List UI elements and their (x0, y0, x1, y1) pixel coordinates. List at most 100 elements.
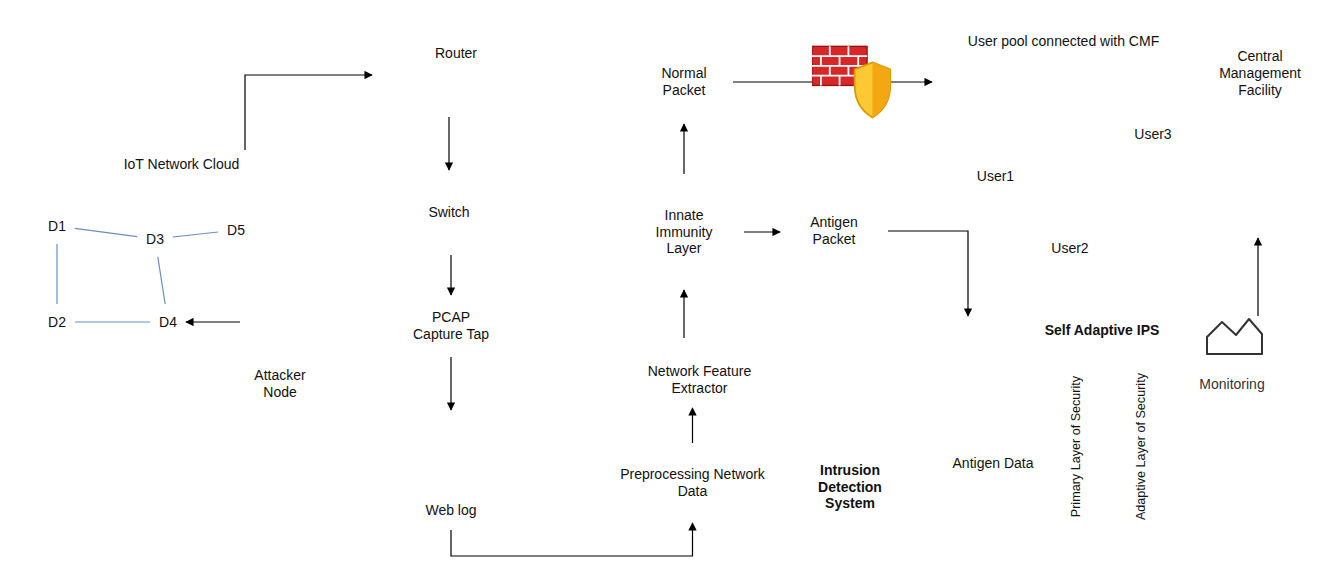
text-area: Antigen Data (950, 420, 1036, 506)
text-area: Innate Immunity Layer (648, 194, 720, 270)
node-label: PCAP Capture Tap (409, 309, 493, 343)
node-outline (950, 398, 1036, 506)
text-area: Web log (405, 502, 497, 528)
text-area: Network Feature Extractor (624, 352, 775, 408)
connector (173, 232, 218, 237)
connector (692, 408, 693, 443)
connector (75, 228, 137, 236)
cube-box: Network Feature Extractor (610, 338, 775, 408)
text-area: D1 (39, 208, 75, 244)
connector (888, 231, 968, 316)
decision-diamond: Innate Immunity Layer (624, 174, 744, 290)
device-node: D1 (39, 208, 75, 244)
connector (450, 357, 451, 410)
connector (683, 290, 684, 338)
log-store: Web log (405, 410, 497, 530)
connector (744, 231, 780, 232)
node-label: Adaptive Layer of Security (1134, 372, 1149, 522)
layer-box: Primary Layer of Security (1048, 369, 1105, 525)
node-label: D1 (48, 218, 66, 235)
text-area: User2 (1040, 240, 1100, 262)
node-label: Intrusion Detection System (800, 462, 900, 512)
process-box: Normal Packet (635, 40, 733, 124)
node-label: User2 (1051, 240, 1088, 257)
node-outline (932, 316, 1290, 537)
text-area: D2 (39, 304, 75, 340)
text-area: IoT Network Cloud (8, 156, 355, 180)
connector (450, 255, 451, 295)
user-icon (985, 103, 1021, 163)
user-node: User1 (968, 100, 1023, 192)
monitor-icon (245, 288, 315, 348)
node-label: Network Feature Extractor (624, 363, 775, 397)
text-area: User3 (1126, 126, 1180, 148)
node-label: Self Adaptive IPS (1045, 322, 1160, 339)
system-panel: Intrusion Detection System Normal PacketI… (560, 12, 905, 538)
network-region: IoT Network CloudD1D3 D5D2 D4Attacker Node (8, 150, 355, 417)
attacker-node: Attacker Node (240, 285, 320, 415)
firewall-icon (812, 46, 890, 117)
node-label: D5 (227, 222, 245, 239)
process-box: PCAP Capture Tap (396, 295, 506, 357)
layer-box: Adaptive Layer of Security (1120, 369, 1164, 525)
node-label: Monitoring (1199, 376, 1264, 393)
node-label: IoT Network Cloud (124, 156, 240, 173)
monitoring-chart-icon (1207, 319, 1262, 354)
text-area: PCAP Capture Tap (409, 308, 493, 344)
node-label: Normal Packet (643, 65, 725, 99)
user-pool-panel: User pool connected with CMF User1 User3Us… (932, 24, 1195, 272)
node-outline (932, 24, 1195, 272)
process-box: Preprocessing Network Data (610, 443, 775, 523)
connector (1257, 238, 1258, 316)
connector (158, 257, 165, 304)
text-area: User pool connected with CMF (932, 24, 1195, 58)
connector (75, 321, 150, 322)
node-label: Preprocessing Network Data (620, 466, 765, 500)
connector (186, 321, 240, 322)
process-box: Antigen Packet (780, 190, 888, 272)
text-area: Monitoring (1180, 376, 1284, 398)
node-label: User pool connected with CMF (968, 33, 1159, 50)
text-area: User1 (968, 168, 1023, 190)
router-node: Router (372, 45, 540, 117)
text-area: Primary Layer of Security (1048, 369, 1105, 525)
text-area: Intrusion Detection System (800, 442, 900, 532)
text-area: Self Adaptive IPS (1022, 322, 1182, 346)
text-area: Normal Packet (643, 48, 725, 116)
device-node: D3 (137, 221, 173, 257)
monitoring-node: Monitoring (1180, 376, 1284, 494)
node-label: D3 (146, 231, 164, 248)
node-label: Antigen Packet (792, 214, 876, 248)
device-node: D5 (218, 212, 254, 248)
device-node: D4 (150, 304, 186, 340)
device-node: D2 (39, 304, 75, 340)
border-gap (1194, 311, 1252, 321)
text-area: D3 (137, 221, 173, 257)
text-area: Router (372, 45, 540, 67)
system-panel: Self Adaptive IPS Antigen Data Primary Lay… (932, 316, 1290, 537)
router-icon (411, 67, 501, 115)
node-label: Antigen Data (953, 455, 1034, 472)
node-label: D2 (48, 314, 66, 331)
node-label: Central Management Facility (1205, 48, 1315, 98)
node-label: User1 (977, 168, 1014, 185)
connector (451, 523, 693, 556)
column-panel (371, 13, 543, 561)
text-area: Attacker Node (240, 367, 320, 415)
text-area: Antigen Packet (792, 202, 876, 260)
user-icon (1052, 175, 1088, 235)
node-label: Router (435, 45, 477, 62)
switch-box: Switch (408, 170, 490, 255)
text-area: Preprocessing Network Data (620, 453, 765, 513)
server-icon (1210, 110, 1270, 236)
node-label: D4 (159, 314, 177, 331)
fw-icon (1188, 404, 1278, 490)
connector (56, 244, 57, 304)
text-area: D4 (150, 304, 186, 340)
data-store: Antigen Data (950, 398, 1036, 506)
text-area: Adaptive Layer of Security (1120, 369, 1164, 525)
text-area: Switch (422, 184, 476, 241)
node-outline (560, 12, 905, 538)
node-label: Innate Immunity Layer (648, 207, 720, 257)
